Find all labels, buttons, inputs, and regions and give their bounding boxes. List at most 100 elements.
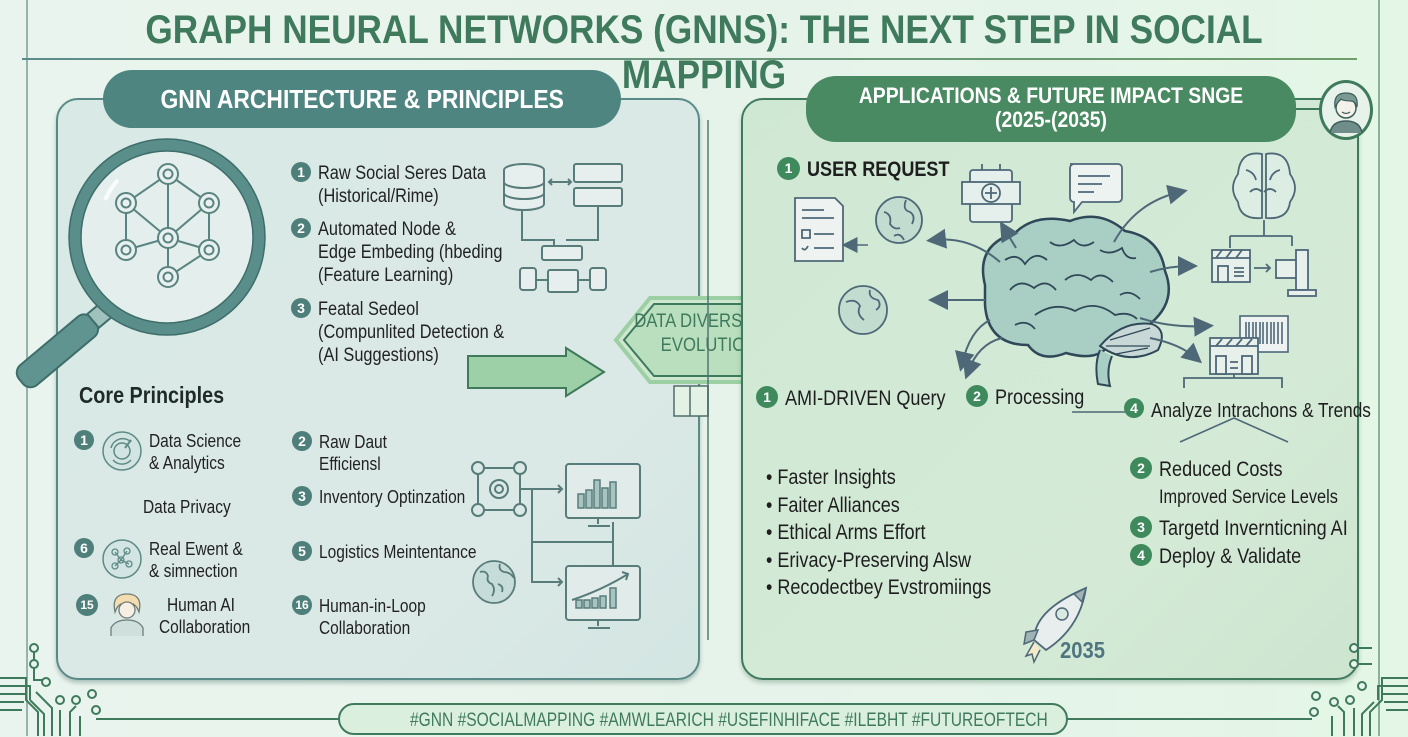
- avatar[interactable]: [1319, 80, 1373, 140]
- step-number-badge: 1: [756, 386, 778, 408]
- principle-item: 3 Inventory Optinzation: [292, 486, 489, 508]
- principle-text: Raw Daut: [319, 432, 387, 452]
- brain-icon: [981, 215, 1170, 388]
- step-text: Automated Node &: [318, 219, 457, 240]
- arch-step-1: 1 Raw Social Seres Data (Historical/Rime…: [291, 162, 513, 208]
- header-connector: [1296, 108, 1320, 110]
- outcome-text: Improved Service Levels: [1159, 487, 1338, 508]
- principle-text: Efficiensl: [319, 454, 381, 474]
- person-icon: [110, 593, 144, 636]
- principle-number-badge: 2: [292, 431, 312, 451]
- outcome-text: Reduced Costs: [1159, 458, 1283, 481]
- panel-divider: [707, 120, 709, 640]
- user-request-text: USER REQUEST: [807, 158, 950, 181]
- step-number-badge: 1: [777, 157, 800, 180]
- step-text: (AI Suggestions): [318, 345, 439, 366]
- benefit-text: Erivacy-Preserving Alsw: [777, 548, 972, 572]
- step-text: Raw Social Seres Data: [318, 163, 487, 184]
- right-panel-header-line: APPLICATIONS & FUTURE IMPACT SNGE: [858, 83, 1244, 108]
- flow-step-processing: 2 Processing: [966, 385, 1099, 411]
- benefit-text: Ethical Arms Effort: [777, 521, 926, 544]
- hashtags-text: #GNN #SOCIALMAPPING #AMWLEARICH #USEFINH…: [409, 710, 1048, 731]
- title-underline: [22, 58, 1357, 60]
- outcome-text: Deploy & Validate: [1159, 545, 1302, 568]
- principle-number-badge: 6: [74, 538, 94, 558]
- principle-text: Inventory Optinzation: [319, 487, 466, 507]
- benefit-text: Faster Insights: [777, 466, 896, 489]
- circuit-decoration-right: [1309, 643, 1408, 736]
- outcome-item: 2 Reduced Costs Improved Service Levels: [1130, 457, 1367, 511]
- flow-arrow-icon: [467, 346, 606, 398]
- step-number-badge: 4: [1130, 544, 1152, 566]
- principle-item: 16 Human-in-Loop Collaboration: [292, 595, 443, 639]
- principle-text: Human AI: [167, 595, 235, 615]
- analytics-dashboard-icon: [471, 461, 641, 629]
- principle-text: Collaboration: [319, 618, 411, 638]
- step-text: (Historical/Rime): [318, 186, 439, 207]
- principle-text: Human-in-Loop: [319, 596, 426, 616]
- step-text: Featal Sedeol: [318, 299, 419, 320]
- arch-step-3: 3 Featal Sedeol (Compunlited Detection &…: [291, 298, 535, 367]
- circuit-decoration-left: [0, 643, 101, 736]
- small-brain-icon: [1229, 152, 1296, 248]
- page-title: GRAPH NEURAL NETWORKS (GNNS): THE NEXT S…: [145, 8, 1263, 97]
- frame-border-right: [1378, 0, 1380, 736]
- user-avatar-icon: [1329, 92, 1363, 134]
- rocket-year: 2035: [1060, 637, 1106, 663]
- step-number-badge: 3: [1130, 516, 1152, 538]
- step-number-badge: 2: [966, 385, 988, 407]
- step-number-badge: 2: [1130, 457, 1152, 479]
- step-text: Edge Embeding (hbeding: [318, 242, 503, 263]
- benefit-item: • Recodectbey Evstromiings: [766, 576, 992, 599]
- benefit-item: • Faiter Alliances: [766, 493, 900, 517]
- principle-item: 6 Real Ewent & & simnection: [74, 538, 258, 582]
- outcome-item: 4 Deploy & Validate: [1130, 544, 1324, 570]
- step-text: (Compunlited Detection &: [318, 322, 505, 343]
- principle-text-data-privacy: Data Privacy: [143, 497, 231, 517]
- network-icon: [102, 539, 142, 579]
- benefit-text: Recodectbey Evstromiings: [777, 576, 992, 599]
- step-number-badge: 2: [291, 218, 311, 238]
- principle-text: & Analytics: [149, 453, 225, 473]
- flow-step-text: Analyze Intrachons & Trends: [1151, 400, 1371, 422]
- benefit-item: • Ethical Arms Effort: [766, 521, 926, 544]
- outcome-text: Targetd Invernticning AI: [1159, 517, 1348, 540]
- database-server-icon: [503, 163, 623, 293]
- arch-step-2: 2 Automated Node & Edge Embeding (hbedin…: [291, 218, 532, 287]
- hashtag-connector-right: [1066, 718, 1312, 720]
- left-panel-header-text: GNN ARCHITECTURE & PRINCIPLES: [160, 84, 564, 114]
- principle-text: Logistics Meintentance: [319, 542, 477, 562]
- badge-stand: [673, 385, 709, 417]
- magnifier-graph-icon: [15, 138, 266, 389]
- rocket-icon: [1023, 586, 1088, 665]
- hashtags-bar: #GNN #SOCIALMAPPING #AMWLEARICH #USEFINH…: [338, 703, 1068, 735]
- flow-step-query: 1 AMI-DRIVEN Query: [756, 386, 972, 412]
- step-number-badge: 1: [291, 162, 311, 182]
- principle-number-badge: 16: [292, 595, 312, 615]
- right-panel-header-line: (2025-(2035): [995, 107, 1107, 132]
- principle-number-badge: 15: [76, 594, 98, 616]
- benefit-item: • Faster Insights: [766, 466, 896, 489]
- core-principles-title: Core Principles: [79, 382, 225, 408]
- principle-item: 5 Logistics Meintentance: [292, 541, 502, 563]
- benefit-text: Faiter Alliances: [777, 493, 900, 517]
- right-panel-header: APPLICATIONS & FUTURE IMPACT SNGE (2025-…: [806, 76, 1296, 142]
- principle-number-badge: 1: [74, 430, 94, 450]
- flow-step-text: Processing: [995, 386, 1085, 409]
- device-icon: [961, 164, 1021, 223]
- chat-bubble-icon: [1069, 163, 1123, 215]
- flow-step-analyze: 4 Analyze Intrachons & Trends: [1124, 398, 1407, 424]
- benefit-item: • Erivacy-Preserving Alsw: [766, 548, 972, 572]
- principle-number-badge: 3: [292, 486, 312, 506]
- brain-network-illustration: [794, 152, 1317, 443]
- principle-item: 1 Data Science & Analytics: [74, 430, 256, 474]
- left-panel-header: GNN ARCHITECTURE & PRINCIPLES: [103, 70, 621, 128]
- flow-step-text: AMI-DRIVEN Query: [785, 387, 946, 410]
- globe-icon: [838, 196, 923, 335]
- principle-text: Data Science: [149, 431, 242, 451]
- step-number-badge: 3: [291, 298, 311, 318]
- hashtag-connector-left: [96, 718, 340, 720]
- user-request-label: 1 USER REQUEST: [777, 157, 973, 183]
- store-icon: [1211, 249, 1317, 297]
- step-text: (Feature Learning): [318, 265, 454, 286]
